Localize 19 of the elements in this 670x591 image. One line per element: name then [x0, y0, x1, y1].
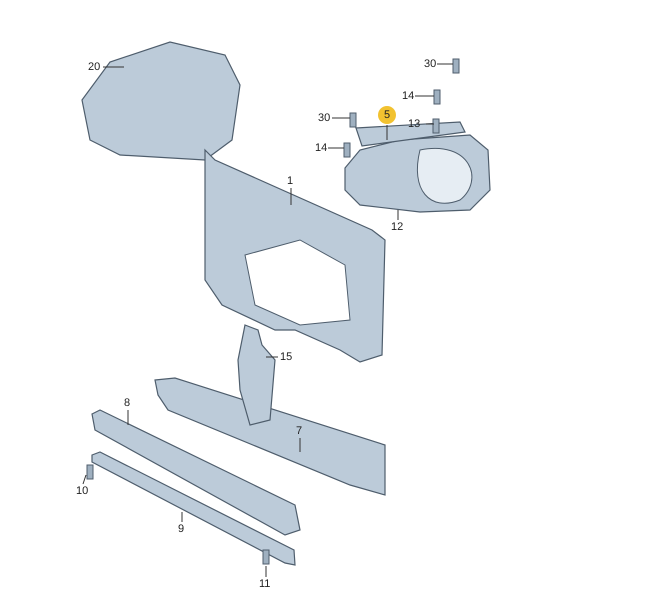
- leader-line: [386, 124, 388, 140]
- highlighted-callout-number: 5: [378, 106, 396, 124]
- leader-line: [290, 188, 292, 206]
- callout-number: 30: [424, 58, 436, 71]
- callout-number: 8: [124, 397, 130, 410]
- callout-number: 14: [315, 142, 328, 155]
- leader-line: [82, 474, 86, 484]
- callout-number: 9: [178, 523, 184, 536]
- callout-number: 30: [318, 112, 330, 125]
- callout-number: 11: [259, 578, 270, 591]
- leader-line: [102, 66, 124, 68]
- leader-line: [266, 356, 278, 358]
- callout-number: 15: [280, 351, 292, 364]
- callout-number: 14: [402, 90, 414, 103]
- callout-number: 7: [296, 425, 302, 438]
- callout-number: 1: [287, 175, 294, 188]
- callout-number: 20: [88, 61, 100, 74]
- callout-number: 10: [76, 485, 88, 498]
- callout-number: 12: [391, 221, 404, 234]
